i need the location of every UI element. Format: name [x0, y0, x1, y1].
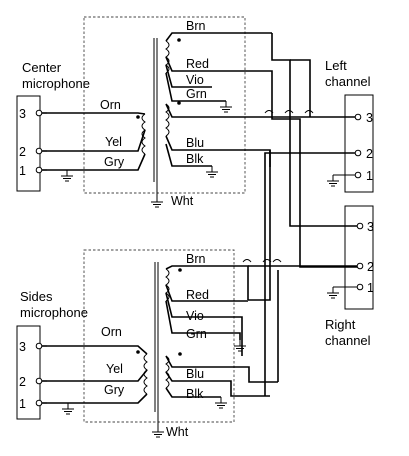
right-channel-label-2: channel	[325, 333, 371, 348]
center-pin-2: 2	[19, 145, 26, 159]
top-wht-label: Wht	[171, 194, 194, 208]
top-gry-label: Gry	[104, 155, 125, 169]
center-mic-label-1: Center	[22, 60, 62, 75]
center-mic-label-2: microphone	[22, 76, 90, 91]
sides-pin-1: 1	[19, 397, 26, 411]
center-mic-connector: 3 2 1	[16, 95, 74, 192]
bottom-gry-label: Gry	[104, 383, 125, 397]
sides-pin-2: 2	[19, 375, 26, 389]
bottom-brn-label: Brn	[186, 252, 206, 266]
top-transformer-outline	[83, 16, 246, 194]
bottom-red-label: Red	[186, 288, 209, 302]
left-pin-2: 2	[366, 147, 373, 161]
top-blu-label: Blu	[186, 136, 204, 150]
bottom-yel-label: Yel	[106, 362, 123, 376]
interconnect-wiring	[242, 59, 358, 396]
right-channel-label-1: Right	[325, 317, 356, 332]
sides-mic-label-1: Sides	[20, 289, 53, 304]
right-pin-3: 3	[367, 220, 374, 234]
top-grn-label: Grn	[186, 87, 207, 101]
left-pin-3: 3	[366, 111, 373, 125]
sides-pin-3: 3	[19, 340, 26, 354]
left-channel-label-1: Left	[325, 58, 347, 73]
left-pin-1: 1	[366, 169, 373, 183]
top-orn-label: Orn	[100, 98, 121, 112]
right-pin-1: 1	[367, 281, 374, 295]
top-yel-label: Yel	[105, 135, 122, 149]
bottom-transformer	[47, 249, 278, 438]
bottom-blk-label: Blk	[186, 387, 204, 401]
bottom-blu-label: Blu	[186, 367, 204, 381]
right-channel-connector: 3 2 1	[326, 205, 374, 310]
left-channel-connector: 3 2 1	[326, 94, 374, 193]
left-channel-label-2: channel	[325, 74, 371, 89]
sides-mic-connector: 3 2 1	[16, 325, 75, 420]
top-blk-label: Blk	[186, 152, 204, 166]
bottom-grn-label: Grn	[186, 327, 207, 341]
top-red-label: Red	[186, 57, 209, 71]
center-pin-1: 1	[19, 164, 26, 178]
bottom-orn-label: Orn	[101, 325, 122, 339]
right-pin-2: 2	[367, 260, 374, 274]
top-vio-label: Vio	[186, 73, 204, 87]
bottom-transformer-outline	[83, 249, 235, 423]
bottom-wht-label: Wht	[166, 425, 189, 439]
center-pin-3: 3	[19, 107, 26, 121]
bottom-vio-label: Vio	[186, 309, 204, 323]
top-brn-label: Brn	[186, 19, 206, 33]
sides-mic-label-2: microphone	[20, 305, 88, 320]
